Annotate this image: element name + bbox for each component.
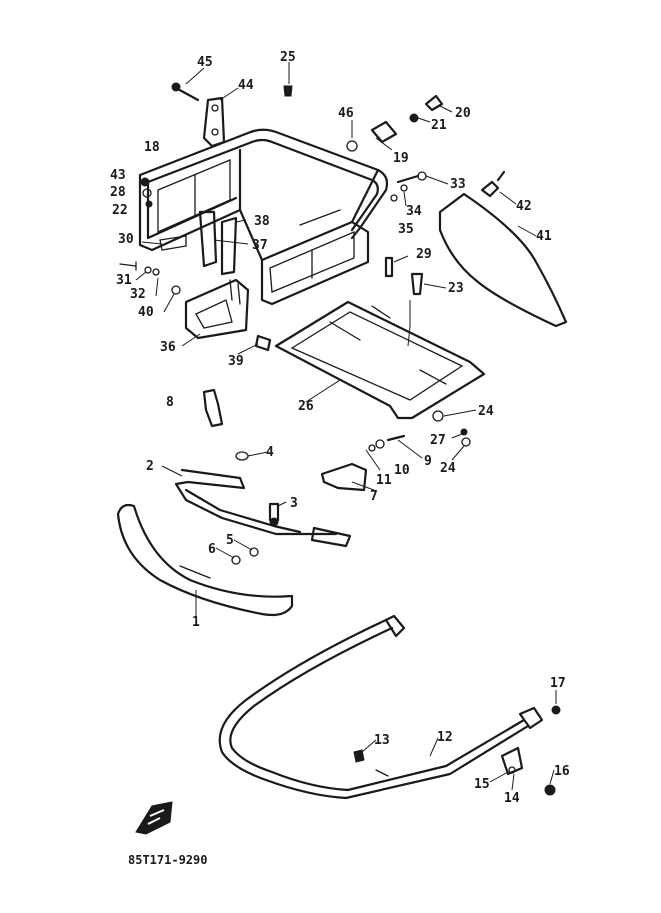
part-label: 41 [536,229,552,244]
part-label: 13 [374,733,390,748]
part-label: 22 [112,203,128,218]
part-label: 38 [254,214,270,229]
skid-bar [218,614,544,800]
collar-24-lower [461,437,471,447]
bolt-16 [544,784,556,796]
upper-left-fasteners [119,177,187,295]
bolt-23 [410,272,424,296]
part-label: 12 [437,730,453,745]
part-label: 5 [226,533,234,548]
part-label: 42 [516,199,532,214]
bolt-29 [384,256,394,278]
screw-42 [480,170,506,198]
bolt-13 [353,749,365,763]
part-label: 17 [550,676,566,691]
rack-bracket-37 [198,210,218,268]
part-label: 4 [266,445,274,460]
part-label: 24 [440,461,456,476]
part-label: 11 [376,473,392,488]
part-label: 40 [138,305,154,320]
part-label: 8 [166,395,174,410]
part-label: 25 [280,50,296,65]
part-label: 19 [393,151,409,166]
part-label: 9 [424,454,432,469]
floor-plate [274,300,486,420]
part-label: 27 [430,433,446,448]
washer-15 [508,766,516,774]
bolt-33-washers [390,171,427,202]
washer-5 [249,547,259,557]
nut-21 [409,113,419,123]
drawing-code: 85T171-9290 [128,853,207,867]
part-label: 3 [290,496,298,511]
rack-side-plate [184,278,250,340]
bumper-bar [174,468,352,548]
part-label: 30 [118,232,134,247]
part-label: 16 [554,764,570,779]
grommet-39 [254,334,272,352]
part-label: 37 [252,238,268,253]
part-label: 43 [110,168,126,183]
bolt-45 [171,82,200,102]
bracket-8 [202,388,224,428]
washer-4 [235,451,249,461]
bracket-7 [320,462,368,492]
bolt-9-washers [368,434,406,452]
part-label: 6 [208,542,216,557]
washer-46 [346,140,358,152]
part-label: 2 [146,459,154,474]
part-label: 35 [398,222,414,237]
carrier-rack [138,128,389,306]
washer-27 [460,428,468,436]
part-label: 1 [192,615,200,630]
part-label: 20 [455,106,471,121]
part-label: 23 [448,281,464,296]
part-label: 29 [416,247,432,262]
part-label: 14 [504,791,520,806]
bolt-25 [283,85,293,97]
part-label: 10 [394,463,410,478]
bracket-14 [500,746,524,776]
part-label: 39 [228,354,244,369]
part-label: 21 [431,118,447,133]
part-label: 26 [298,399,314,414]
clip-20 [424,94,444,112]
bracket-19 [370,120,398,144]
part-label: 33 [450,177,466,192]
nut-17 [551,705,561,715]
collar-24-upper [432,410,444,422]
part-label: 34 [406,204,422,219]
part-label: 24 [478,404,494,419]
part-label: 28 [110,185,126,200]
part-label: 32 [130,287,146,302]
part-label: 46 [338,106,354,121]
rack-bracket-44 [202,96,226,148]
part-label: 44 [238,78,254,93]
part-labels: 45 44 25 46 20 21 18 19 43 28 22 33 42 3… [110,50,570,806]
part-label: 18 [144,140,160,155]
cover-panel-41 [438,192,568,328]
rack-bracket-38 [220,216,238,276]
part-label: 36 [160,340,176,355]
leader-lines [135,62,557,791]
part-label: 31 [116,273,132,288]
front-bumper [116,503,294,617]
part-label: 45 [197,55,213,70]
part-label: 15 [474,777,490,792]
nut-6 [231,555,241,565]
part-label: 7 [370,489,378,504]
front-direction-arrow-icon [135,801,173,835]
